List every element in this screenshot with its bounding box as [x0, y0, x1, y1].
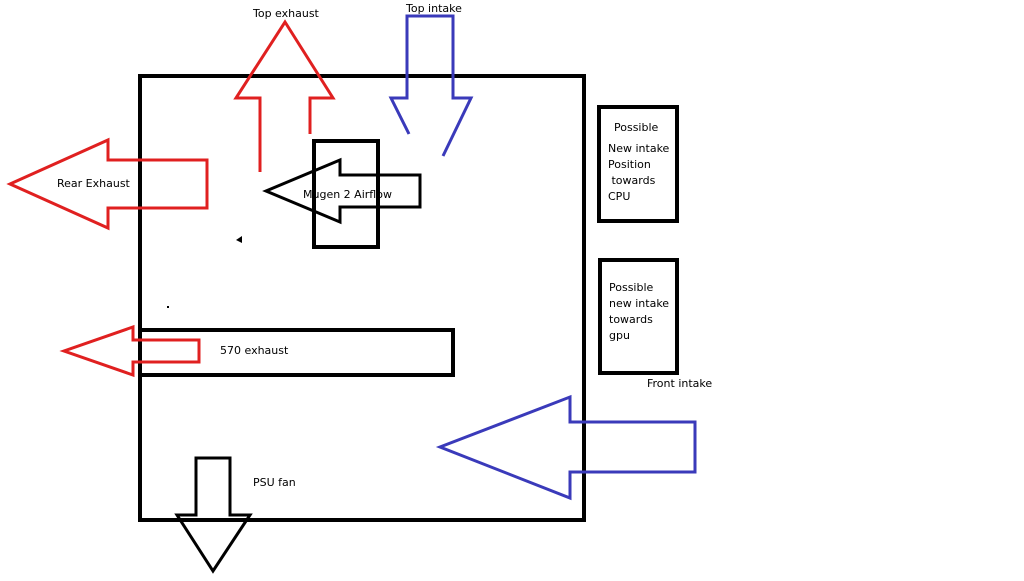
stray-mark — [236, 236, 242, 243]
possible-cpu-intake-box — [597, 105, 679, 223]
gpu-exhaust-arrow — [59, 324, 201, 378]
gpu-box-text: Possible new intake towards gpu — [609, 281, 669, 342]
gpu-box-line: Possible — [609, 281, 654, 294]
rear-exhaust-arrow — [6, 137, 209, 231]
gpu-box-line: gpu — [609, 329, 630, 342]
cpu-box-line: New intake — [608, 142, 670, 155]
top-exhaust-label: Top exhaust — [252, 7, 320, 20]
cpu-cooler-box — [312, 139, 380, 249]
top-exhaust-arrow — [233, 19, 336, 172]
cpu-box-line: CPU — [608, 190, 630, 203]
cpu-box-text: Possible New intake Position towards CPU — [608, 121, 670, 203]
rear-exhaust-label: Rear Exhaust — [57, 177, 131, 190]
psu-fan-arrow — [174, 456, 253, 574]
cpu-box-line: Possible — [614, 121, 659, 134]
psu-fan-label: PSU fan — [253, 476, 296, 489]
gpu-exhaust-label: 570 exhaust — [220, 344, 289, 357]
cpu-box-line: Position — [608, 158, 651, 171]
stray-dot — [167, 306, 169, 308]
cpu-box-line: towards — [608, 174, 656, 187]
possible-gpu-intake-box — [598, 258, 679, 375]
mugen-airflow-label: Mugen 2 Airflow — [303, 188, 392, 201]
gpu-box-line: new intake — [609, 297, 669, 310]
gpu-card-box — [138, 328, 455, 377]
mugen-airflow-arrow — [262, 157, 422, 225]
case-outline — [138, 74, 586, 522]
top-intake-arrow — [388, 14, 474, 157]
front-intake-label: Front intake — [647, 377, 712, 390]
gpu-box-line: towards — [609, 313, 653, 326]
front-intake-arrow — [435, 394, 697, 501]
top-intake-label: Top intake — [405, 2, 462, 15]
